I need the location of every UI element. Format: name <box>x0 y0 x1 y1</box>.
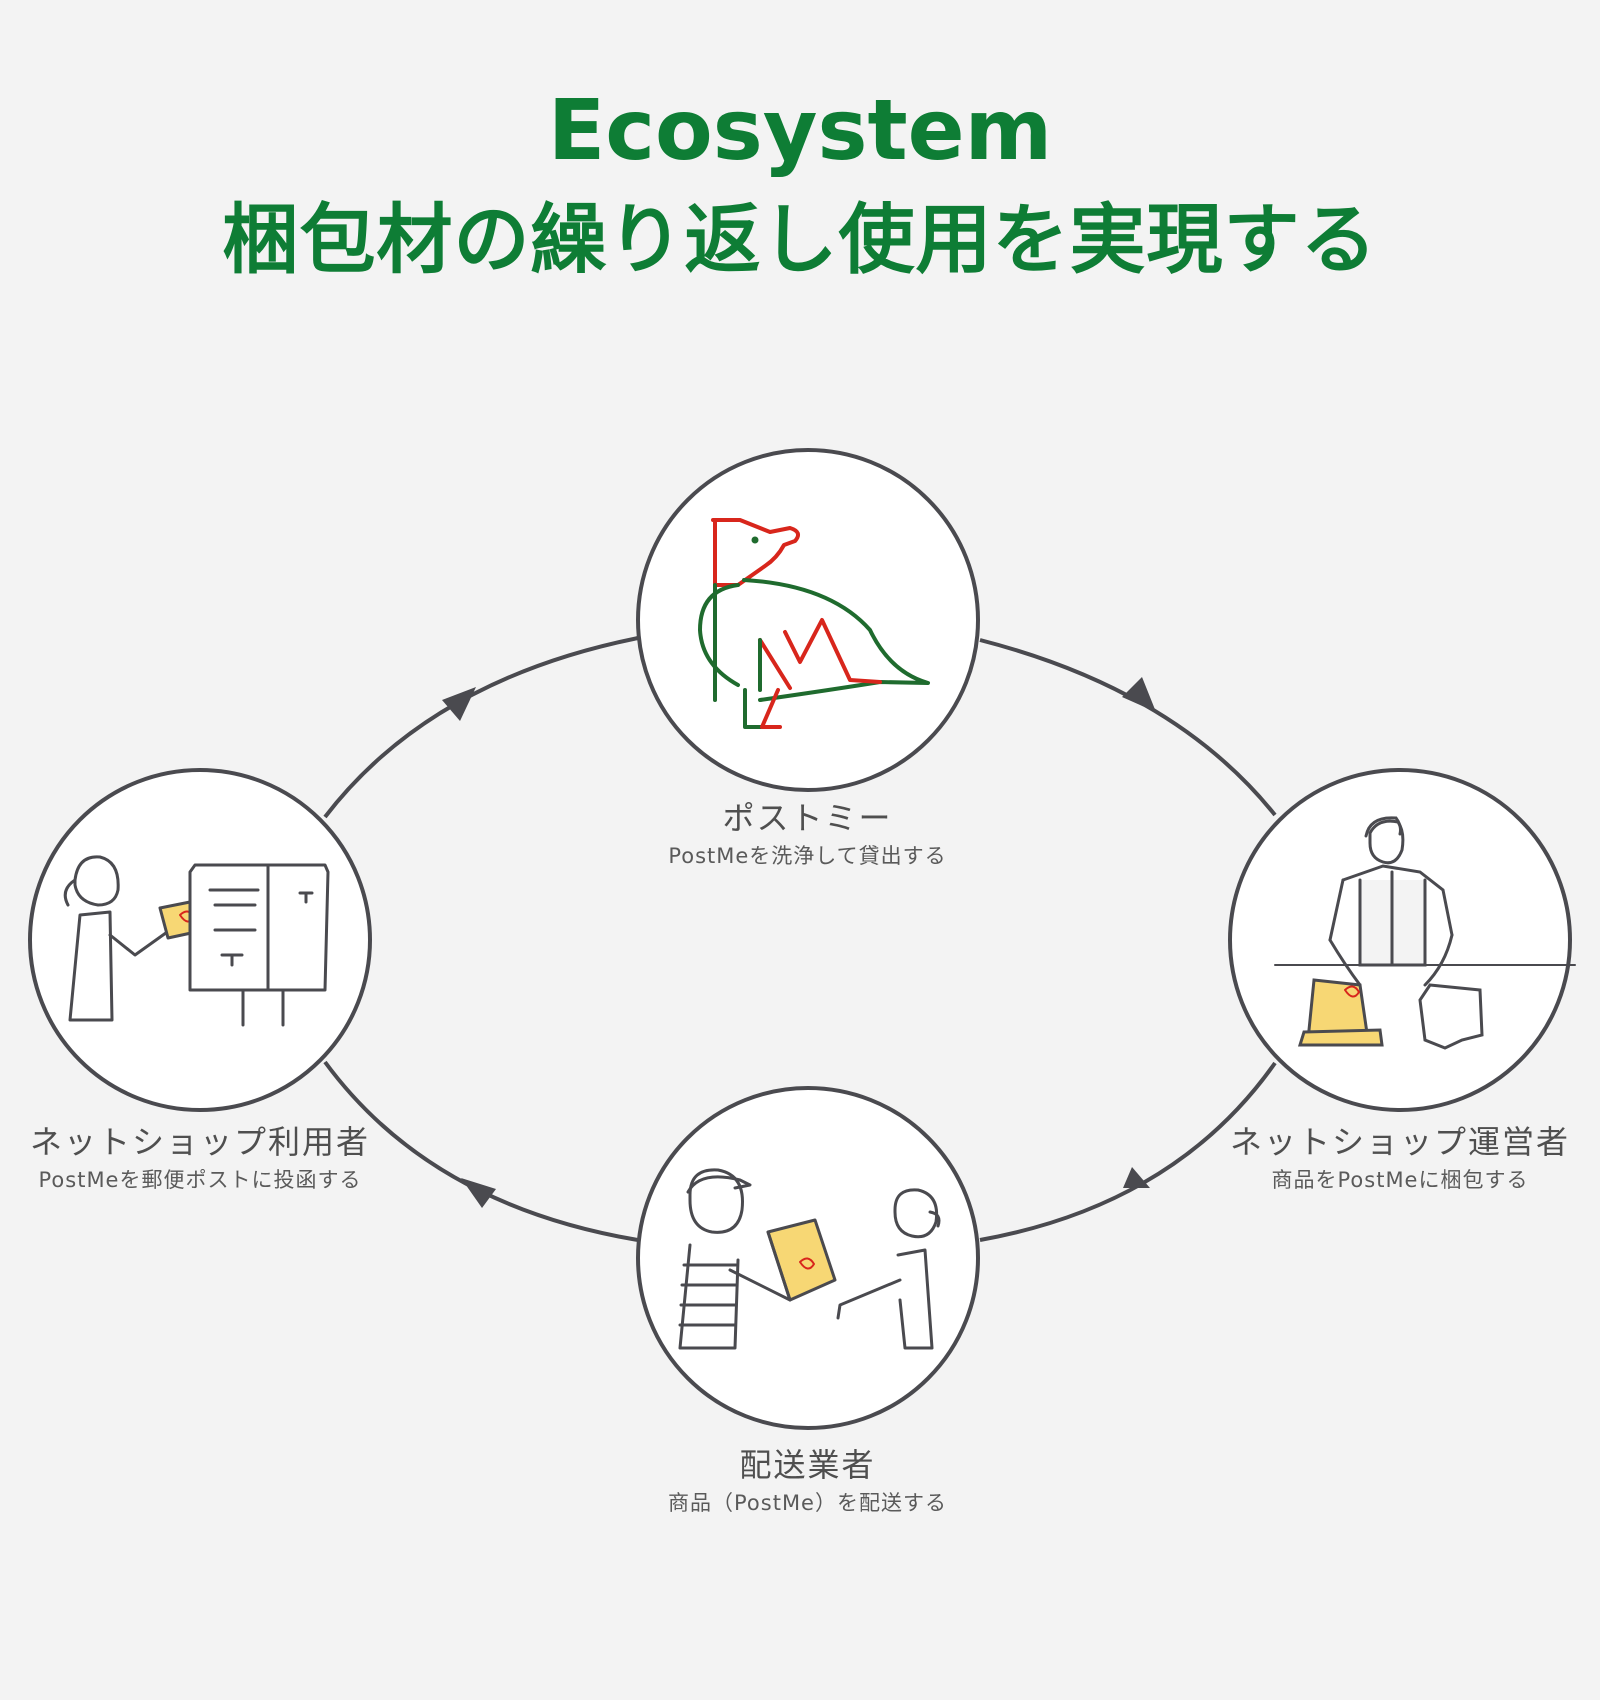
arrow-top-right <box>1122 677 1156 712</box>
node-label-top: ポストミー PostMeを洗浄して貸出する <box>600 796 1015 872</box>
bird-logo-icon <box>698 518 930 729</box>
node-name-right: ネットショップ運営者 <box>1229 1123 1570 1161</box>
arrow-right-bottom <box>1123 1167 1150 1188</box>
node-desc-bottom: 商品（PostMe）を配送する <box>668 1491 947 1515</box>
arrow-bottom-left <box>461 1178 496 1208</box>
node-label-bottom: 配送業者 商品（PostMe）を配送する <box>600 1443 1015 1519</box>
node-label-right: ネットショップ運営者 商品をPostMeに梱包する <box>1200 1120 1600 1196</box>
customer-posting-illustration <box>63 855 330 1027</box>
page-title: Ecosystem <box>547 81 1053 179</box>
node-name-top: ポストミー <box>722 799 893 837</box>
node-circle-top <box>636 448 980 792</box>
page-subtitle: 梱包材の繰り返し使用を実現する <box>222 195 1378 284</box>
shop-worker-packing-illustration <box>1274 816 1576 1050</box>
node-name-left: ネットショップ利用者 <box>29 1123 370 1161</box>
node-label-left: ネットショップ利用者 PostMeを郵便ポストに投函する <box>0 1120 400 1196</box>
courier-delivering-illustration <box>678 1168 941 1350</box>
arrow-left-top <box>442 687 476 721</box>
node-desc-top: PostMeを洗浄して貸出する <box>668 844 947 868</box>
node-name-bottom: 配送業者 <box>739 1446 876 1484</box>
node-desc-left: PostMeを郵便ポストに投函する <box>38 1168 362 1192</box>
cycle-arrows <box>442 677 1156 1208</box>
arc-top-right <box>979 638 1277 817</box>
arc-bottom-left <box>323 1060 639 1242</box>
arc-right-bottom <box>979 1061 1277 1242</box>
arc-left-top <box>323 636 639 819</box>
node-desc-right: 商品をPostMeに梱包する <box>1271 1168 1529 1192</box>
